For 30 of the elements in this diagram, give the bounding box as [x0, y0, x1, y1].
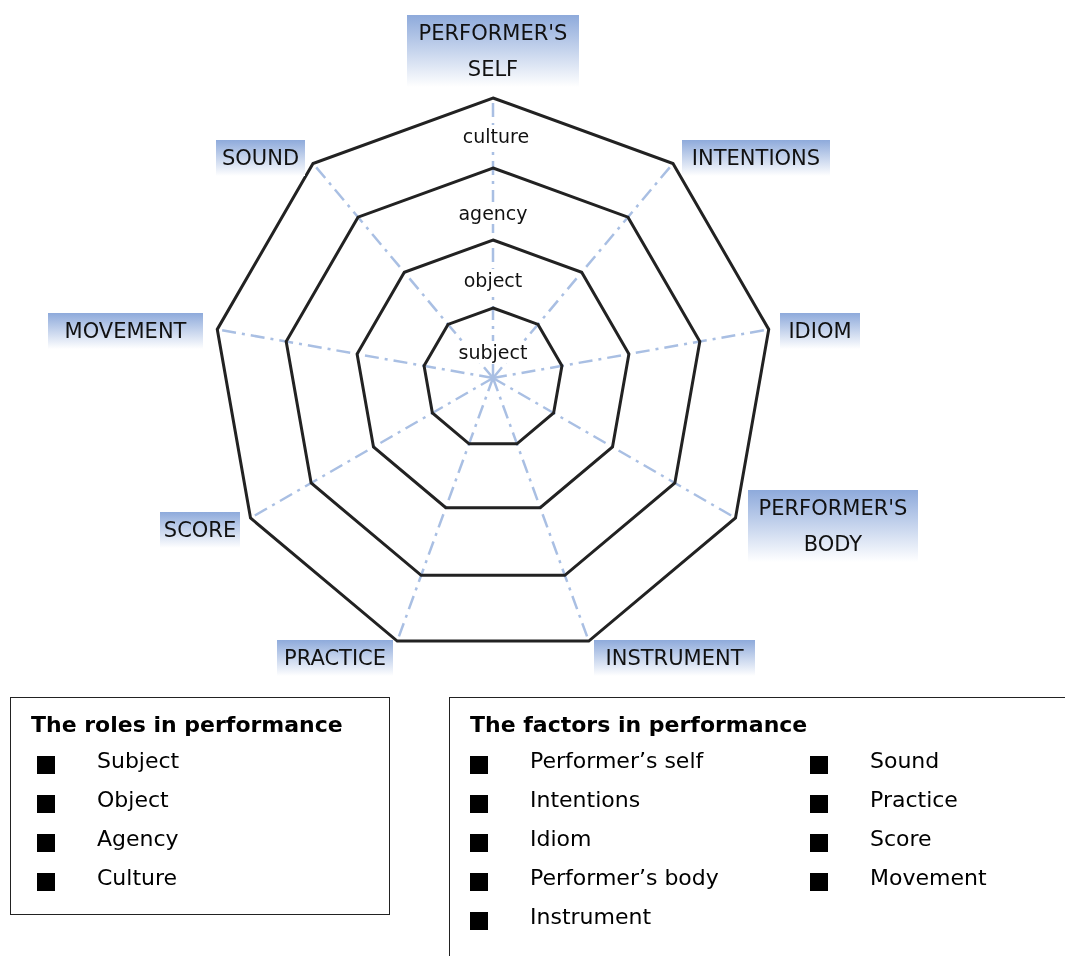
legend-item-text: Intentions: [530, 787, 641, 812]
ring-label: agency: [456, 202, 530, 224]
legend-item-text: Object: [97, 787, 169, 812]
legend-item-text: Practice: [870, 787, 958, 812]
legend-item-text: Subject: [97, 748, 180, 773]
legend-item-text: Performer’s self: [530, 748, 704, 773]
legend-box: [449, 697, 1065, 956]
legend-item-text: Performer’s body: [530, 865, 719, 890]
legend-item-text: Culture: [97, 865, 178, 890]
axis-label: SOUND: [216, 140, 305, 176]
axis-label: MOVEMENT: [48, 313, 203, 349]
axis-label: SCORE: [160, 512, 240, 548]
legend-item-text: Idiom: [530, 826, 592, 851]
axis-label: PERFORMER'S SELF: [407, 15, 579, 87]
ring-label: subject: [456, 341, 530, 363]
axis-label: INSTRUMENT: [594, 640, 755, 676]
ring-label: object: [461, 269, 525, 291]
legend-title: The factors in performance: [470, 712, 808, 737]
legend-title: The roles in performance: [31, 712, 343, 737]
legend-item-text: Movement: [870, 865, 987, 890]
axis-label: INTENTIONS: [682, 140, 830, 176]
legend-item-text: Sound: [870, 748, 940, 773]
legend-box: [10, 697, 390, 915]
ring-label: culture: [460, 125, 532, 147]
legend-item-text: Agency: [97, 826, 179, 851]
legend-item-text: Score: [870, 826, 932, 851]
axis-label: PRACTICE: [277, 640, 393, 676]
axis-label: PERFORMER'S BODY: [748, 490, 918, 562]
axis-label: IDIOM: [780, 313, 860, 349]
legend-item-text: Instrument: [530, 904, 652, 929]
